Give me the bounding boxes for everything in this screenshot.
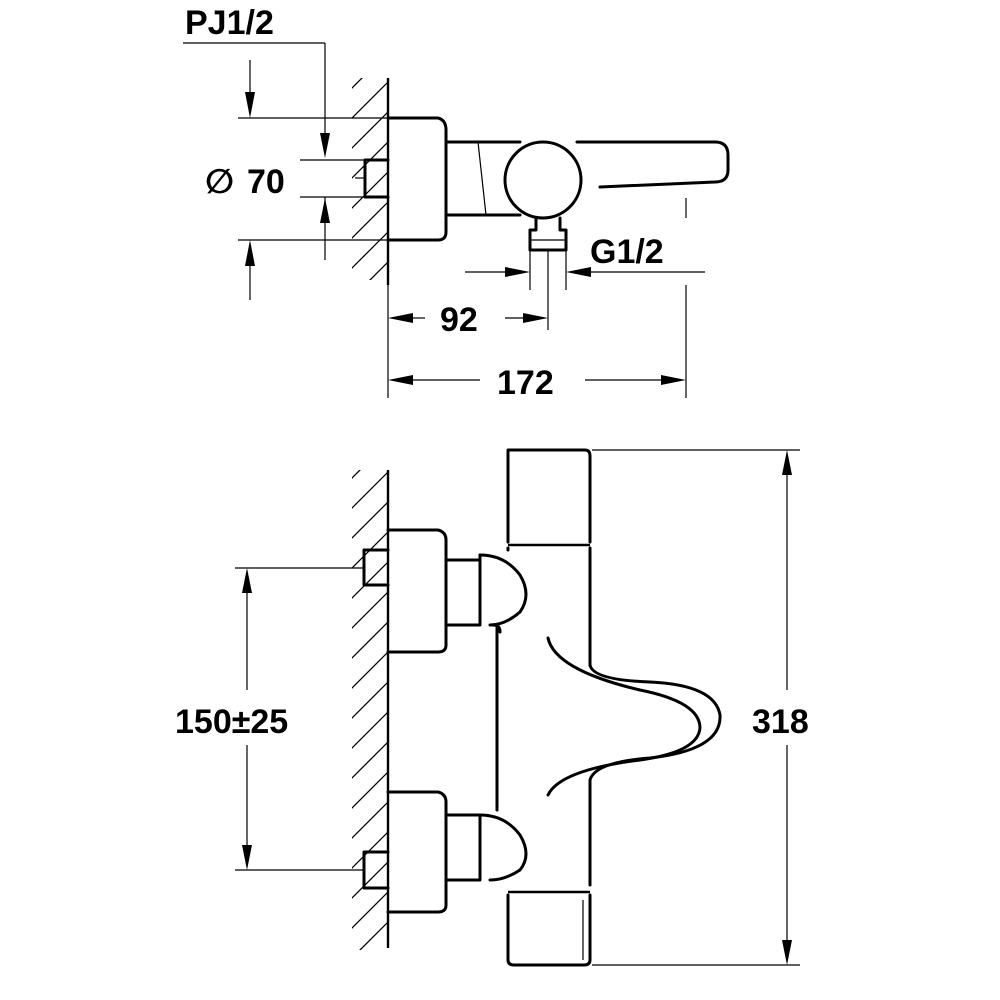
spout-inner: [546, 636, 702, 797]
handle-knob-top: [503, 140, 583, 220]
front-view: 150±25 318: [175, 448, 809, 967]
bottom-cartridge: [506, 893, 592, 967]
label-318: 318: [752, 703, 809, 741]
label-diameter-symbol: ∅: [205, 163, 234, 201]
label-diameter: 70: [247, 163, 285, 201]
wall-hatch-front: [352, 470, 388, 950]
label-pj: PJ1/2: [185, 4, 274, 42]
top-view: PJ1/2 ∅ 70 G1/2 92 172: [183, 4, 730, 402]
top-cartridge: [506, 448, 592, 544]
label-92: 92: [440, 301, 478, 339]
lever-top: [575, 140, 730, 189]
connector-upper: [444, 553, 482, 627]
wall-hatch-top: [352, 78, 388, 280]
escutcheon-upper: [386, 528, 448, 654]
body-neck-top: [444, 140, 522, 217]
union-nut-lower: [478, 813, 528, 882]
connector-lower: [444, 813, 482, 882]
outlet-top: [528, 216, 568, 252]
union-nut-upper: [478, 553, 528, 627]
label-g: G1/2: [590, 233, 664, 271]
escutcheon-top: [386, 116, 448, 242]
label-150: 150±25: [175, 703, 288, 741]
label-172: 172: [497, 364, 554, 402]
inlet-stub-upper: [362, 548, 390, 587]
escutcheon-lower: [386, 790, 448, 914]
spout-outline: [588, 663, 722, 887]
body-column-upper: [506, 546, 592, 667]
